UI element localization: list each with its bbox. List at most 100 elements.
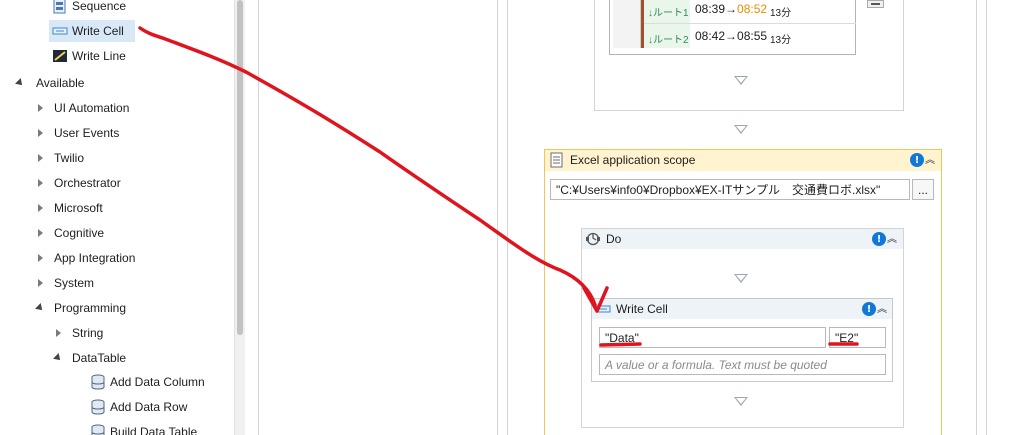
tree-group-cognitive[interactable]: Cognitive [34, 222, 104, 244]
excel-scope-icon [550, 152, 566, 168]
tree-group-datatable[interactable]: DataTable [52, 347, 126, 369]
tree-group-orchestrator[interactable]: Orchestrator [34, 172, 121, 194]
validation-error-icon[interactable]: ! [872, 232, 886, 246]
excel-scope-title: Excel application scope [570, 153, 696, 167]
collapsed-icon[interactable] [37, 254, 43, 262]
time-cell: 08:39→08:52 [695, 2, 768, 16]
tree-item-label: Add Data Column [110, 375, 205, 389]
tree-item-label: String [72, 326, 104, 340]
tree-scrollbar[interactable] [234, 0, 245, 435]
tree-item-build-data-table[interactable]: Build Data Table [90, 421, 197, 435]
tree-item-label: Programming [54, 301, 127, 315]
tree-group-twilio[interactable]: Twilio [34, 147, 84, 169]
tree-item-add-data-column[interactable]: Add Data Column [90, 371, 205, 393]
duration-cell: 13分 [770, 35, 792, 46]
designer-outer-line [497, 0, 498, 435]
write-cell-icon [52, 23, 68, 39]
datatable-icon [90, 374, 106, 390]
browse-button[interactable]: ... [912, 179, 934, 200]
tree-group-system[interactable]: System [34, 272, 94, 294]
collapsed-icon[interactable] [37, 279, 43, 287]
write-cell-header[interactable] [592, 299, 892, 319]
tree-item-write-line[interactable]: Write Line [52, 45, 126, 67]
tree-item-label: DataTable [72, 351, 127, 365]
tree-group-programming[interactable]: Programming [34, 297, 126, 319]
tree-item-label: System [54, 276, 95, 290]
validation-error-icon[interactable]: ! [862, 302, 876, 316]
datatable-icon [90, 424, 106, 435]
tree-item-label: Add Data Row [110, 400, 188, 414]
do-title-row: Do [585, 231, 621, 247]
validation-error-icon[interactable]: ! [910, 153, 924, 167]
time-cell: 08:42→08:55 [695, 29, 768, 43]
write-cell-title-row: Write Cell [595, 301, 668, 317]
write-cell-header-controls: ! ︽ [862, 302, 887, 316]
collapsed-icon[interactable] [55, 329, 61, 337]
tree-item-label: Build Data Table [110, 425, 198, 435]
datatable-icon [90, 399, 106, 415]
flow-arrow-icon [734, 76, 748, 85]
route-label: ↓ルート2 [648, 35, 689, 46]
collapse-icon[interactable]: ︽ [925, 154, 935, 166]
collapse-icon[interactable]: ︽ [887, 233, 897, 245]
collapsed-icon[interactable] [37, 179, 43, 187]
tree-item-label: Write Cell [72, 24, 124, 38]
flow-arrow-icon [734, 125, 748, 134]
tree-item-label: Cognitive [54, 226, 105, 240]
tree-item-write-cell[interactable]: Write Cell [49, 20, 135, 42]
do-sequence-icon [585, 231, 601, 247]
write-cell-icon [595, 301, 611, 317]
do-title: Do [606, 232, 622, 246]
sheet-name-input[interactable]: "Data" [599, 327, 826, 348]
workbook-path-input[interactable]: "C:¥Users¥info0¥Dropbox¥EX-ITサンプル 交通費ロボ.… [550, 179, 910, 200]
tree-item-label: Available [36, 76, 85, 90]
tree-item-label: User Events [54, 126, 120, 140]
tree-item-label: UI Automation [54, 101, 130, 115]
tree-item-label: Orchestrator [54, 176, 121, 190]
tree-group-app-integration[interactable]: App Integration [34, 247, 135, 269]
excel-scope-title-row: Excel application scope [550, 152, 695, 168]
tree-item-label: App Integration [54, 251, 136, 265]
designer-inner-line-right [976, 0, 977, 435]
excel-scope-header-controls: ! ︽ [910, 153, 935, 167]
collapsed-icon[interactable] [37, 104, 43, 112]
tree-item-label: Microsoft [54, 201, 103, 215]
do-header[interactable] [582, 229, 903, 249]
tree-item-label: Write Line [72, 49, 126, 63]
do-header-controls: ! ︽ [872, 232, 897, 246]
cell-value-input[interactable]: A value or a formula. Text must be quote… [599, 354, 886, 375]
tree-item-label: Twilio [54, 151, 85, 165]
cell-range-input[interactable]: "E2" [829, 327, 886, 348]
tree-scrollbar-thumb[interactable] [237, 0, 243, 335]
collapse-icon[interactable]: ︽ [877, 303, 887, 315]
tree-group-user-events[interactable]: User Events [34, 122, 119, 144]
tree-group-microsoft[interactable]: Microsoft [34, 197, 103, 219]
write-line-icon [52, 48, 68, 64]
duration-cell: 13分 [770, 8, 792, 19]
expanded-icon[interactable] [35, 303, 45, 313]
designer-outer-line-right [986, 0, 987, 435]
write-cell-title: Write Cell [616, 302, 668, 316]
flow-arrow-icon [734, 274, 748, 283]
table-image-preview: ↓ルート1 08:39→08:52 13分 ↓ルート2 08:42→08:55 … [609, 0, 856, 55]
collapsed-icon[interactable] [37, 204, 43, 212]
designer-inner-line [507, 0, 508, 435]
preview-minimize-button[interactable] [867, 0, 884, 8]
activities-tree: Sequence Write Cell Write Line Available… [0, 0, 252, 435]
tree-item-sequence[interactable]: Sequence [52, 0, 126, 17]
tree-group-string[interactable]: String [52, 322, 103, 344]
collapsed-icon[interactable] [37, 129, 43, 137]
expanded-icon[interactable] [53, 353, 63, 363]
collapsed-icon[interactable] [37, 229, 43, 237]
excel-scope-header[interactable] [545, 150, 941, 171]
route-label: ↓ルート1 [648, 8, 689, 19]
tree-item-add-data-row[interactable]: Add Data Row [90, 396, 187, 418]
collapsed-icon[interactable] [37, 154, 43, 162]
tree-group-ui-automation[interactable]: UI Automation [34, 97, 129, 119]
designer-border [258, 0, 259, 435]
tree-item-label: Sequence [72, 0, 127, 13]
sequence-icon [52, 0, 68, 14]
flow-arrow-icon [734, 397, 748, 406]
tree-group-available[interactable]: Available [14, 72, 84, 94]
expanded-icon[interactable] [15, 78, 25, 88]
